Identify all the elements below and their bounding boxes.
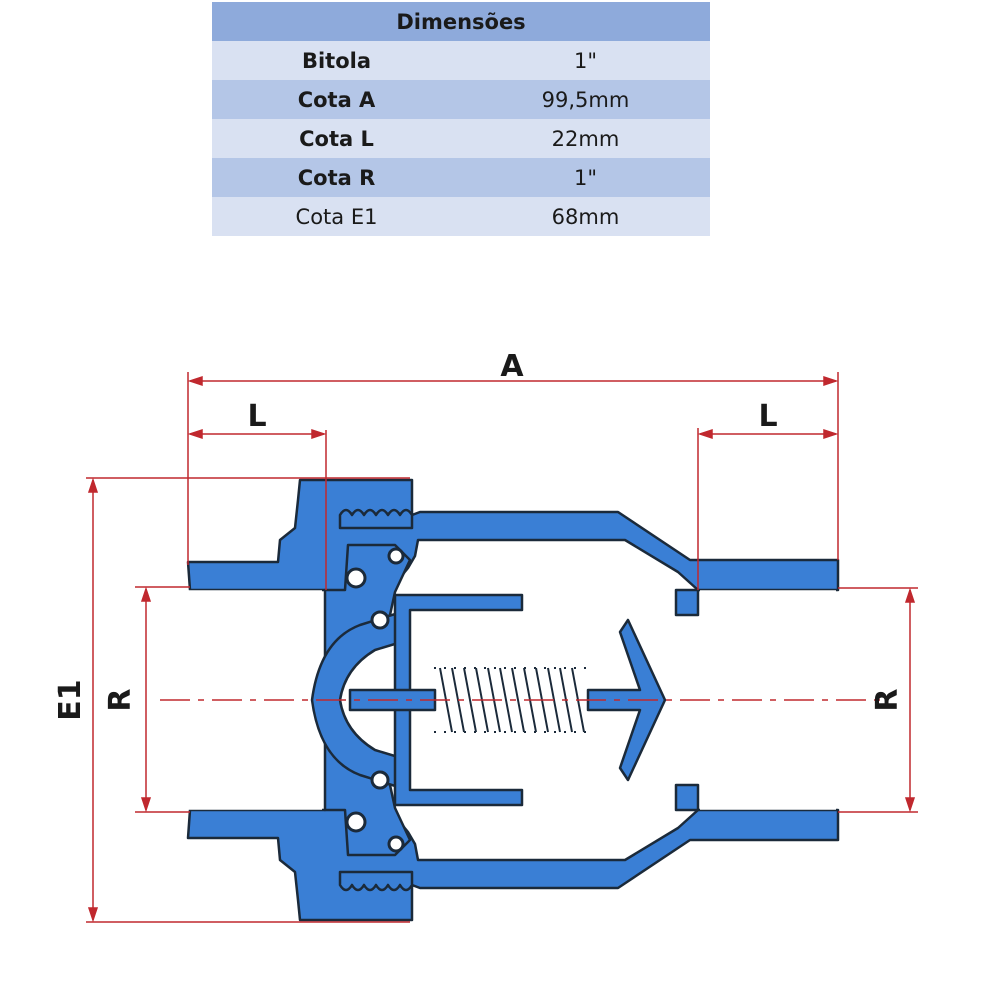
table-row: Bitola 1" xyxy=(212,41,710,80)
row-label-cota-a: Cota A xyxy=(212,80,461,119)
flow-arrow xyxy=(586,618,667,782)
dimension-lines xyxy=(86,372,918,923)
row-value-cota-a: 99,5mm xyxy=(461,80,710,119)
right-seat-bottom xyxy=(674,783,700,812)
o-ring-icon xyxy=(387,547,405,565)
label-r-left: R xyxy=(103,688,138,711)
table-header: Dimensões xyxy=(212,2,710,41)
poppet-guide xyxy=(393,593,524,807)
valve-section-drawing: A L L E1 R R xyxy=(53,349,918,923)
label-r-right: R xyxy=(870,688,905,711)
o-ring-icon xyxy=(345,567,367,589)
body-top-shell xyxy=(186,478,840,602)
row-label-cota-e1: Cota E1 xyxy=(212,197,461,236)
o-ring-icon xyxy=(370,770,390,790)
dimensions-table: Dimensões Bitola 1" Cota A 99,5mm Cota L… xyxy=(212,2,710,236)
table-row: Cota R 1" xyxy=(212,158,710,197)
row-value-bitola: 1" xyxy=(461,41,710,80)
thread-bottom xyxy=(338,870,414,892)
table-row: Cota L 22mm xyxy=(212,119,710,158)
label-l-right: L xyxy=(758,399,777,434)
body-bottom-shell xyxy=(186,798,840,922)
row-label-cota-l: Cota L xyxy=(212,119,461,158)
row-value-cota-l: 22mm xyxy=(461,119,710,158)
o-ring-icon xyxy=(387,835,405,853)
row-label-cota-r: Cota R xyxy=(212,158,461,197)
label-l-left: L xyxy=(247,399,266,434)
row-label-bitola: Bitola xyxy=(212,41,461,80)
label-e1: E1 xyxy=(53,679,88,720)
label-a: A xyxy=(500,349,524,384)
thread-top xyxy=(338,508,414,530)
o-rings xyxy=(345,547,405,853)
table-header-row: Dimensões xyxy=(212,2,710,41)
o-ring-icon xyxy=(370,610,390,630)
table-row: Cota A 99,5mm xyxy=(212,80,710,119)
table-row: Cota E1 68mm xyxy=(212,197,710,236)
right-seat-top xyxy=(674,588,700,617)
row-value-cota-e1: 68mm xyxy=(461,197,710,236)
row-value-cota-r: 1" xyxy=(461,158,710,197)
internal-threads xyxy=(188,590,836,810)
o-ring-icon xyxy=(345,811,367,833)
